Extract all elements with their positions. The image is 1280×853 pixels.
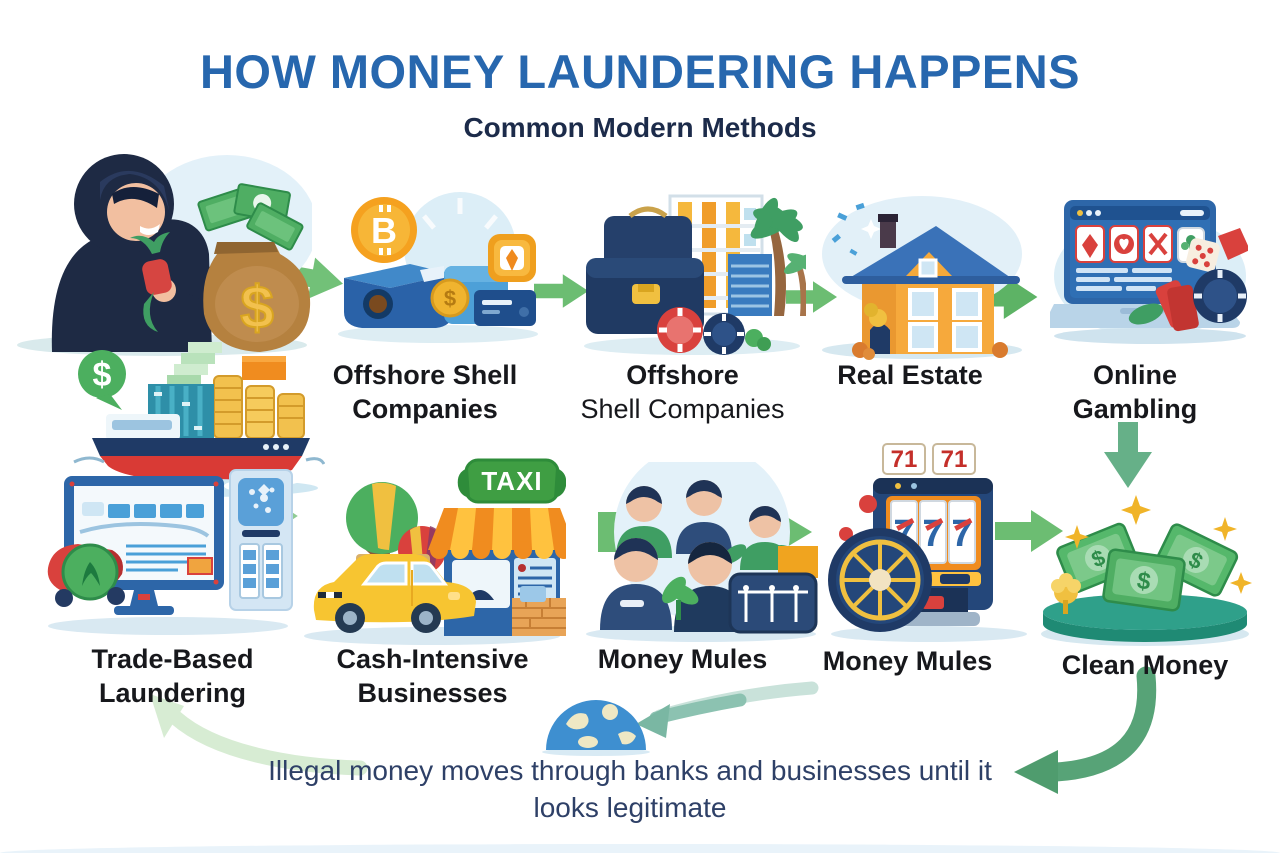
credit-card-icon [474,290,536,326]
arrow-gambling-down [1104,422,1152,488]
node-trade-based [42,468,294,636]
bottom-wave-decoration [0,844,1280,853]
dollar-bubble-icon: $ [78,350,126,410]
svg-text:$: $ [1135,567,1153,596]
svg-text:71: 71 [891,446,918,473]
arrow-caption-to-trade [168,710,368,776]
roulette-wheel-icon [828,528,932,632]
page-title: HOW MONEY LAUNDERING HAPPENS [199,45,1081,98]
atm-icon [229,469,293,611]
coin-stacks-icon [213,356,305,439]
globe-icon [546,700,646,750]
poker-chips-icon [657,307,771,355]
brick-wall-icon [512,586,566,636]
arrow-globe-head [636,704,670,738]
arrow-clean-down-head [1014,750,1058,794]
label-money-mules-people: Money Mules [597,644,768,674]
bitcoin-icon: B [351,197,417,263]
caption: Illegal money moves through banks and bu… [190,752,1070,826]
label-real-estate: Real Estate [837,360,983,390]
red-cards-icon [1155,280,1199,332]
arrow-clean-down [1046,666,1157,782]
node-globe [540,684,652,756]
leaf-icon [1128,303,1164,325]
gold-flower-icon [1051,573,1081,614]
node-real-estate [816,192,1028,360]
red-dot [859,495,877,513]
node-clean-money: $ $ $ [1036,488,1254,650]
gold-badge-icon [488,234,536,282]
bag-dollar-sign: $ [240,274,273,341]
label-offshore-shell: Offshore Shell Companies [580,360,785,424]
svg-text:71: 71 [941,446,968,473]
node-online-gambling [1050,196,1248,344]
svg-text:TAXI: TAXI [481,466,542,496]
arrow-caption-to-trade-head [150,694,184,738]
blue-building-icon [728,254,772,316]
toy-logo-icon [47,543,125,607]
cash-bills-icon [197,183,304,251]
node-offshore [578,188,806,356]
palm-tree-icon [750,197,806,316]
confetti [831,202,881,256]
caption-line1: Illegal money moves through banks and bu… [268,755,992,786]
page-subtitle: Common Modern Methods [463,112,817,143]
dice-icon [1186,228,1248,272]
card-reader-icon [344,264,452,328]
label-money-mules-slot: Money Mules [822,646,993,676]
caption-line2: looks legitimate [533,792,727,823]
label-clean-money: Clean Money [1061,650,1229,680]
label-online-gambling: Online Gambling [1072,360,1198,424]
node-money-mules-slot: 71 71 777 [828,438,1030,643]
people-group-icon [600,480,801,632]
node-dirty-money-origin: $ [12,142,312,357]
suitcase-chart-icon [728,572,818,634]
sparkles [1065,495,1252,594]
criminal-icon [51,154,224,352]
label-trade-based: Trade-Based Laundering [91,644,254,708]
svg-text:$: $ [444,286,456,311]
poker-chip-icon [1193,269,1247,323]
taxi-car-icon [313,554,476,633]
node-crypto: B $ [332,186,544,344]
house-icon [842,214,1020,360]
clean-cash-icon: $ $ $ [1043,495,1252,642]
node-money-mules-people [582,462,820,642]
svg-text:$: $ [93,356,112,394]
node-cash-intensive: TAXI [298,458,566,646]
money-bag-icon: $ [203,242,311,352]
label-cash-intensive: Cash-Intensive Businesses [336,644,529,708]
label-crypto-offshore: Offshore Shell Companies [332,360,518,424]
svg-text:B: B [371,210,397,251]
taxi-sign-icon: TAXI [457,458,566,504]
